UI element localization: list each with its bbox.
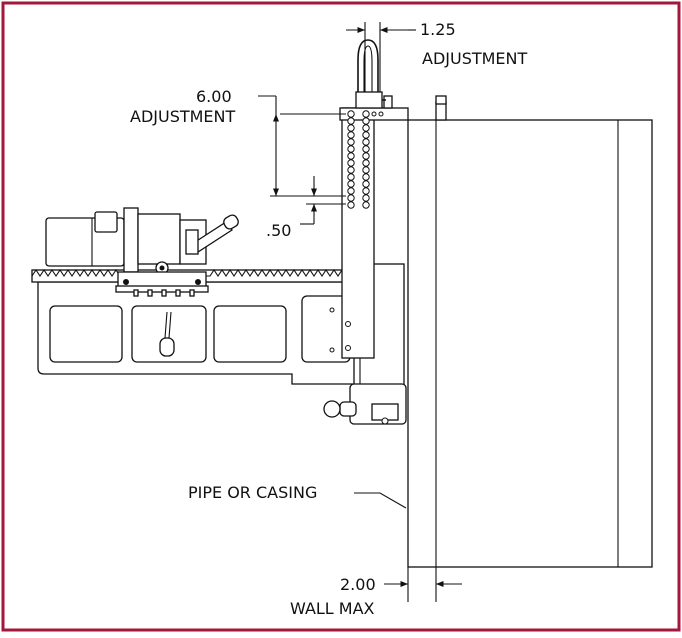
dim-wall-max: 2.00 WALL MAX xyxy=(290,567,462,618)
dim-side-value: 6.00 xyxy=(196,87,232,106)
dim-side-label: ADJUSTMENT xyxy=(130,107,236,126)
adjustment-holes xyxy=(347,110,384,209)
pipe-casing xyxy=(407,119,653,568)
dim-top-value: 1.25 xyxy=(420,20,456,39)
motor-carriage xyxy=(45,207,239,297)
dim-top-label: ADJUSTMENT xyxy=(422,49,528,68)
dim-1-25-adjustment: 1.25 ADJUSTMENT xyxy=(346,20,528,92)
dim-step-value: .50 xyxy=(266,221,291,240)
dim-wall-label: WALL MAX xyxy=(290,599,375,618)
dim-wall-value: 2.00 xyxy=(340,575,376,594)
pipe-callout: PIPE OR CASING xyxy=(188,483,407,509)
pipe-label: PIPE OR CASING xyxy=(188,483,317,502)
dim-0-50: .50 xyxy=(266,176,346,240)
dim-6-00-adjustment: 6.00 ADJUSTMENT xyxy=(130,87,346,197)
rack-frame xyxy=(31,269,359,385)
